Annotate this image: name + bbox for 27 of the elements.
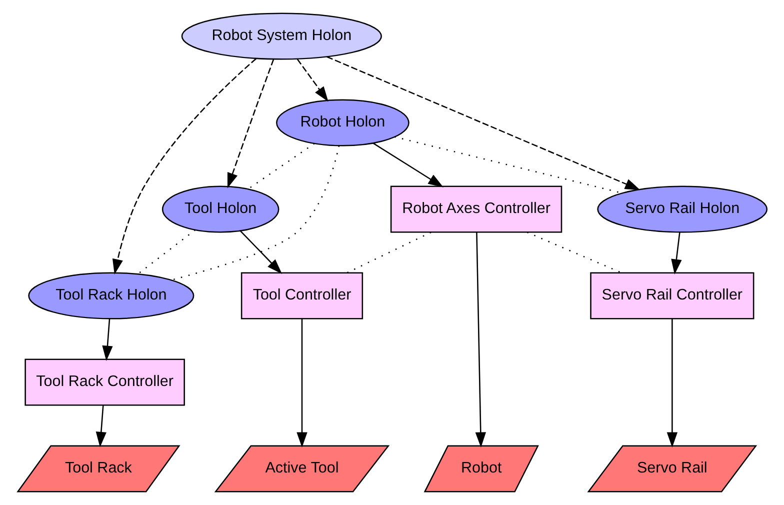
node-ellipse: Tool Rack Holon	[28, 272, 194, 320]
arrow	[226, 59, 274, 188]
arrow	[474, 232, 486, 448]
arrow	[112, 58, 256, 274]
arrow	[102, 318, 112, 362]
connector	[526, 232, 622, 274]
node-ellipse: Robot System Holon	[180, 12, 382, 60]
node-box: Robot Axes Controller	[390, 186, 562, 233]
arrow	[296, 58, 328, 102]
arrow	[666, 318, 678, 448]
arrow	[670, 232, 682, 275]
node-box: Tool Controller	[240, 272, 363, 320]
node-box: Tool Rack Controller	[24, 358, 184, 406]
arrow	[296, 318, 307, 448]
arrow	[95, 406, 106, 448]
node-ellipse: Tool Holon	[161, 186, 279, 233]
arrow	[372, 142, 443, 188]
connector	[346, 232, 431, 274]
connector	[170, 146, 340, 281]
arrow	[326, 56, 640, 190]
arrow	[239, 230, 282, 274]
node-ellipse: Servo Rail Holon	[596, 186, 768, 233]
connector	[247, 142, 314, 190]
connector	[137, 230, 196, 274]
node-ellipse: Robot Holon	[276, 99, 409, 146]
connector	[394, 136, 622, 194]
node-box: Servo Rail Controller	[590, 272, 754, 320]
